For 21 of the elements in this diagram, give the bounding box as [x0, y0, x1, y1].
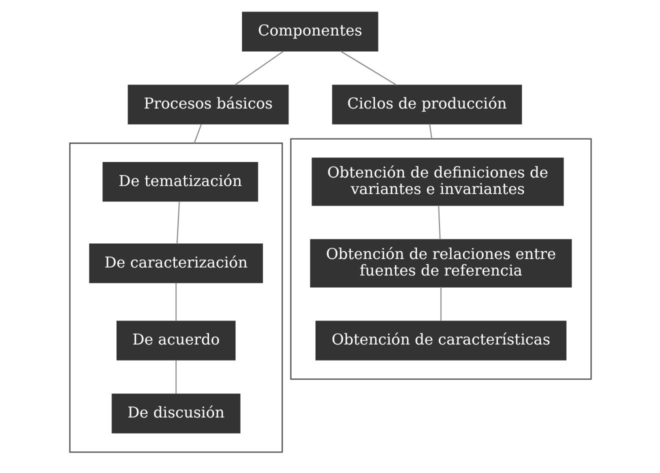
connector: [175, 282, 176, 322]
connector: [234, 50, 284, 86]
node-box: De discusión: [111, 394, 240, 434]
node-box: Ciclos de producción: [332, 84, 522, 124]
connector: [176, 201, 180, 244]
connector: [428, 124, 432, 139]
connector: [340, 50, 397, 86]
node-box: Obtención de relaciones entre fuentes de referencia: [310, 239, 572, 288]
node-box: Componentes: [242, 12, 378, 52]
node-box: De caracterización: [88, 243, 262, 284]
node-box: Obtención de características: [314, 320, 566, 360]
connector: [438, 205, 440, 240]
connector: [440, 286, 442, 321]
connector: [175, 360, 176, 394]
cluster: [290, 138, 592, 380]
node-box: Obtención de definiciones de variantes e invariantes: [311, 158, 564, 206]
cluster: [68, 142, 282, 453]
node-box: De tematización: [102, 162, 258, 202]
connector: [193, 124, 202, 144]
node-box: Procesos básicos: [127, 84, 288, 124]
node-box: De acuerdo: [116, 320, 236, 360]
